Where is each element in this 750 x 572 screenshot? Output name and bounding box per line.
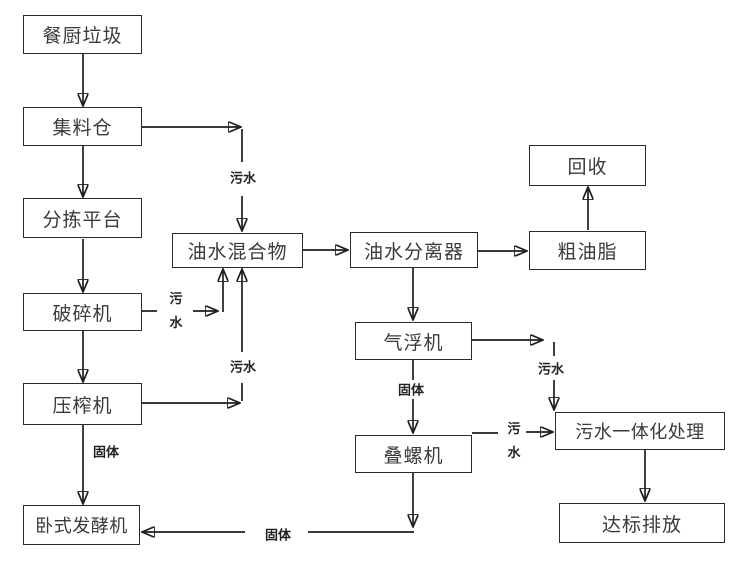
node-horizontal-fermenter: 卧式发酵机 xyxy=(23,505,140,545)
node-recycle: 回收 xyxy=(529,145,646,186)
node-sorting-platform: 分拣平台 xyxy=(23,198,142,238)
label-sewage-crusher-line1: 污 xyxy=(169,291,183,306)
node-crusher: 破碎机 xyxy=(23,293,142,331)
node-screw-press: 叠螺机 xyxy=(355,435,472,473)
node-compliant-discharge: 达标排放 xyxy=(559,503,725,543)
label-sewage-screwpress-line: 污 水 xyxy=(506,417,522,465)
label-solid-airflotation-line: 固体 xyxy=(395,382,427,398)
label-sewage-screwpress-line1: 污 xyxy=(507,421,521,436)
node-oil-water-mixture: 油水混合物 xyxy=(172,233,303,268)
label-sewage-crusher-line2: 水 xyxy=(169,315,183,330)
node-collection-bin: 集料仓 xyxy=(23,107,142,146)
label-sewage-airflotation-line: 污水 xyxy=(535,361,567,377)
node-press: 压榨机 xyxy=(23,383,142,425)
label-sewage-collectionbin-line: 污水 xyxy=(227,170,259,186)
node-integrated-sewage-treatment: 污水一体化处理 xyxy=(555,412,725,450)
node-air-flotation: 气浮机 xyxy=(355,322,472,360)
label-sewage-screwpress-line2: 水 xyxy=(507,445,521,460)
label-solid-screwpress-line: 固体 xyxy=(262,527,294,543)
label-solid-press-line: 固体 xyxy=(90,444,122,460)
node-oil-water-separator: 油水分离器 xyxy=(350,232,478,268)
label-sewage-press-line: 污水 xyxy=(227,359,259,375)
node-kitchen-waste: 餐厨垃圾 xyxy=(23,15,142,54)
label-sewage-crusher-line: 污 水 xyxy=(168,287,184,335)
node-crude-grease: 粗油脂 xyxy=(529,231,646,270)
